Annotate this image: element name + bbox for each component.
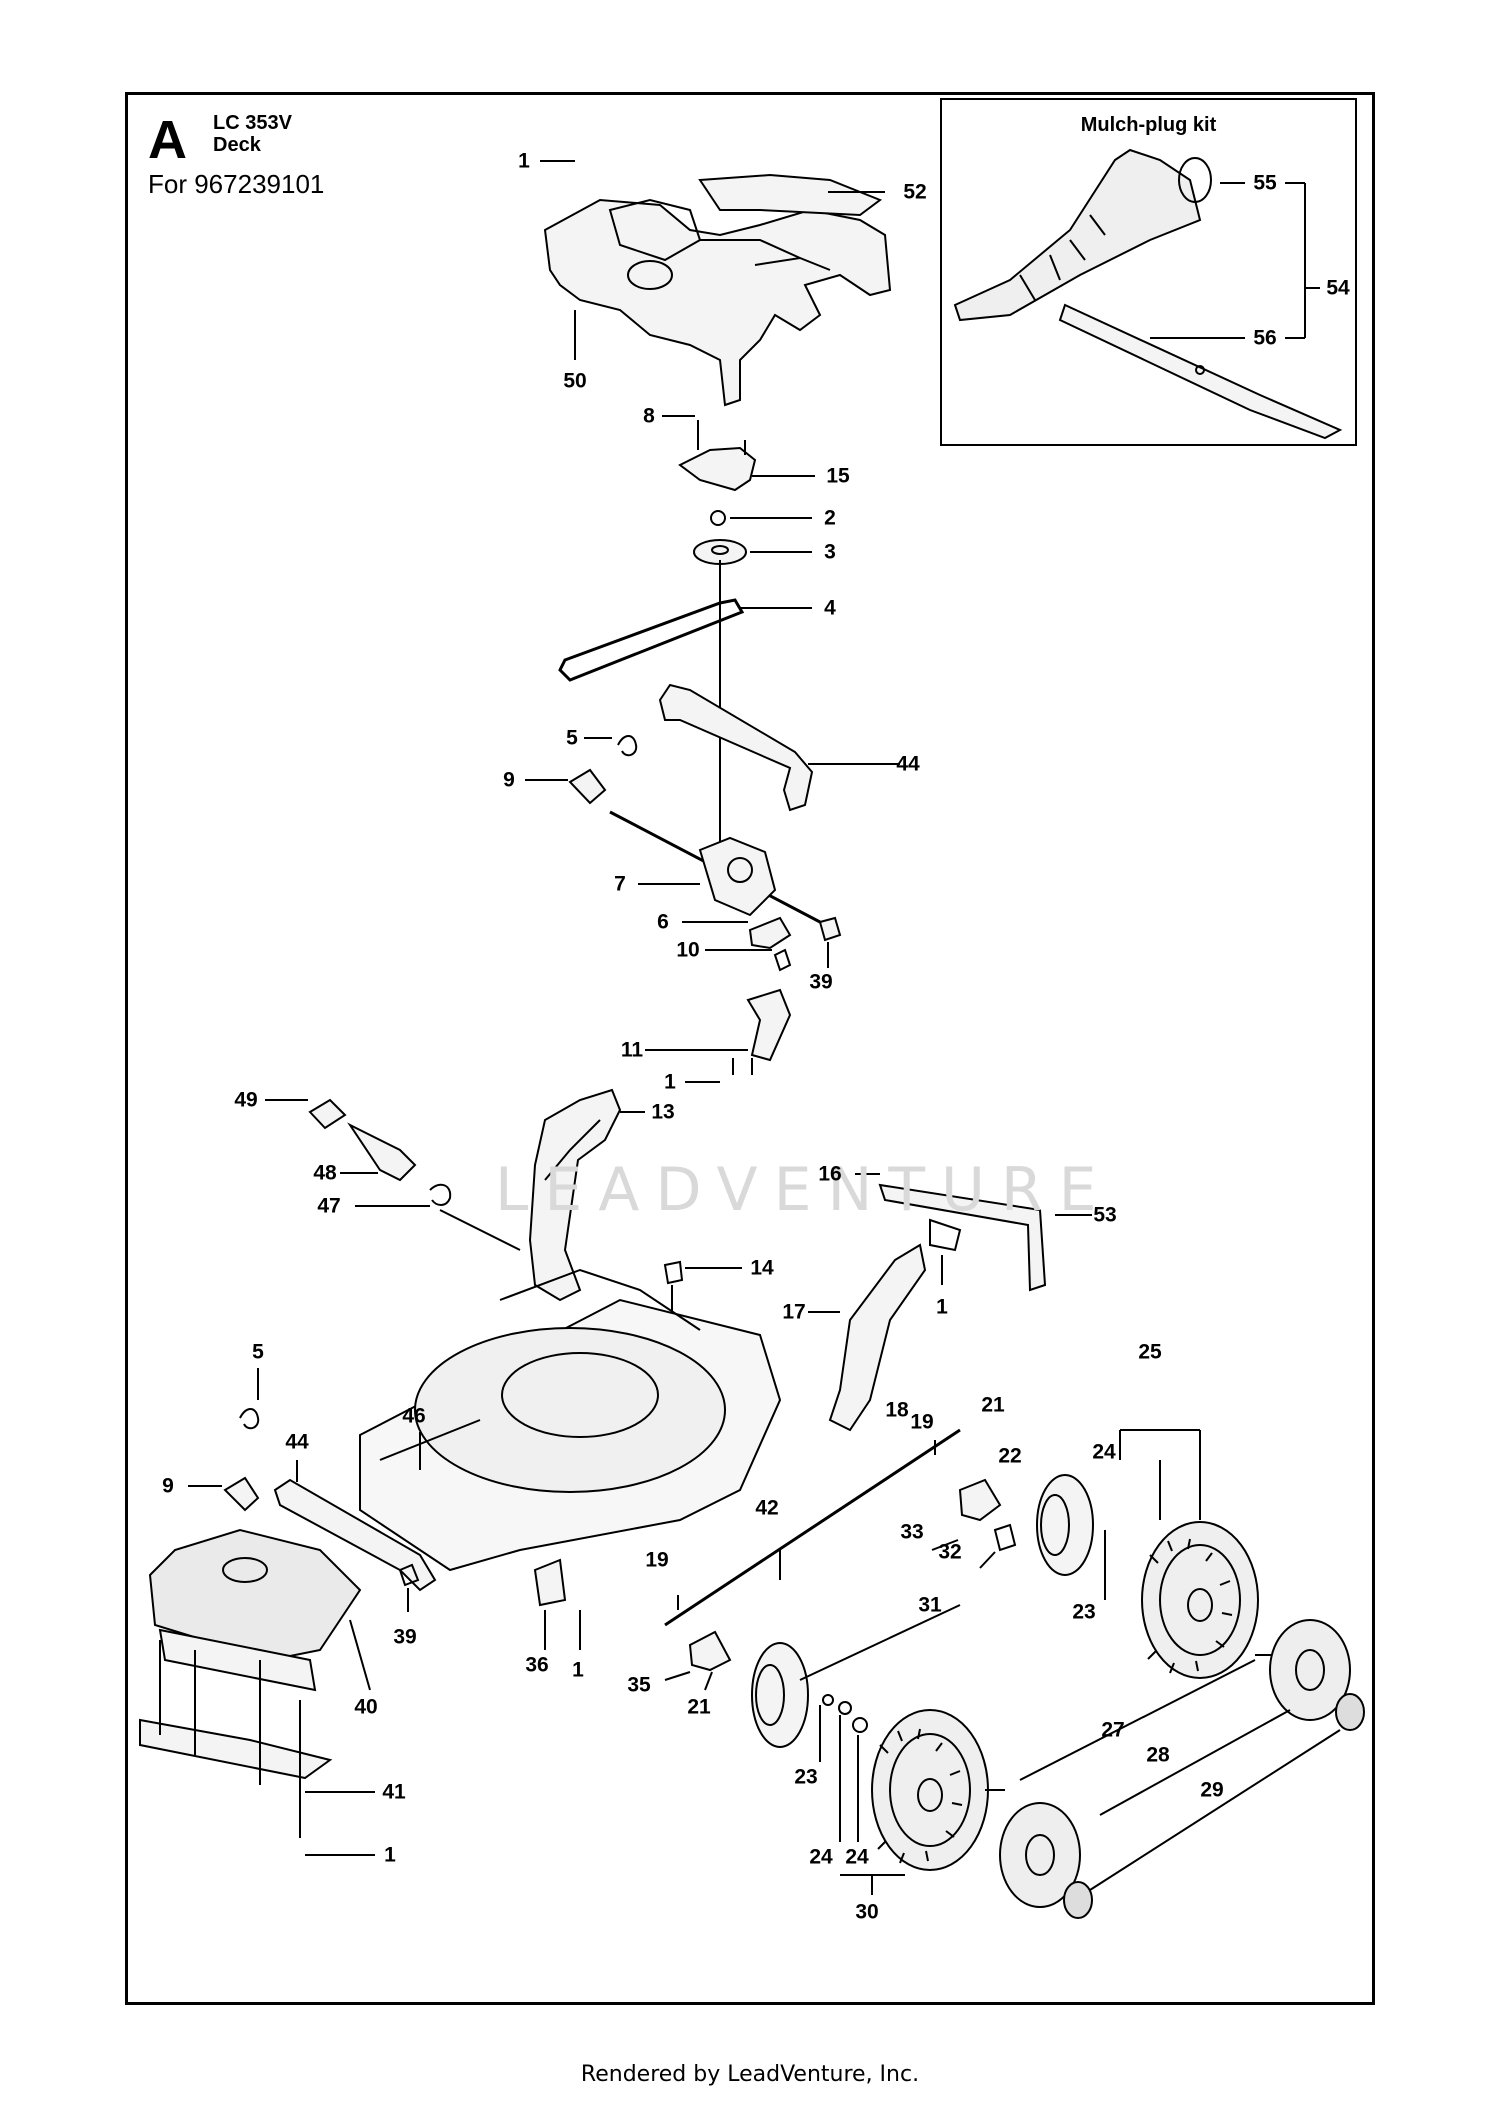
diagram-border: A LC 353V Deck For 967239101: [125, 92, 1375, 2005]
callout-50[interactable]: 50: [563, 369, 587, 393]
callout-36[interactable]: 36: [525, 1653, 549, 1677]
callout-1[interactable]: 1: [518, 149, 530, 173]
callout-23[interactable]: 23: [794, 1765, 818, 1789]
height-lever-part: [528, 1088, 622, 1302]
callout-18[interactable]: 18: [885, 1398, 909, 1422]
mulch-plug-kit-box: Mulch-plug kit: [940, 98, 1357, 446]
callout-39[interactable]: 39: [393, 1625, 417, 1649]
callout-9[interactable]: 9: [503, 768, 515, 792]
callout-46[interactable]: 46: [402, 1404, 426, 1428]
callout-15[interactable]: 15: [826, 464, 850, 488]
callout-41[interactable]: 41: [382, 1780, 406, 1804]
callout-48[interactable]: 48: [313, 1161, 337, 1185]
callout-10[interactable]: 10: [676, 938, 700, 962]
callout-9[interactable]: 9: [162, 1474, 174, 1498]
callout-5[interactable]: 5: [566, 726, 578, 750]
kit-title: Mulch-plug kit: [1080, 114, 1217, 136]
callout-56[interactable]: 56: [1253, 326, 1277, 350]
callout-55[interactable]: 55: [1253, 171, 1277, 195]
callout-44[interactable]: 44: [896, 752, 920, 776]
callout-22[interactable]: 22: [998, 1444, 1022, 1468]
mulch-plug-part: [953, 148, 1212, 322]
callout-40[interactable]: 40: [354, 1695, 378, 1719]
callout-4[interactable]: 4: [824, 596, 836, 620]
callout-29[interactable]: 29: [1200, 1778, 1224, 1802]
callout-24[interactable]: 24: [845, 1845, 869, 1869]
gearbox-part: [698, 836, 777, 917]
callout-1[interactable]: 1: [572, 1658, 584, 1682]
callout-1[interactable]: 1: [936, 1295, 948, 1319]
callout-30[interactable]: 30: [855, 1900, 879, 1924]
callout-25[interactable]: 25: [1138, 1340, 1162, 1364]
callout-54[interactable]: 54: [1326, 276, 1350, 300]
bracket-part: [678, 420, 757, 492]
callout-24[interactable]: 24: [809, 1845, 833, 1869]
section-title: Deck: [213, 134, 261, 156]
rear-flap-part: [148, 1528, 362, 1692]
callout-27[interactable]: 27: [1101, 1718, 1125, 1742]
callout-42[interactable]: 42: [755, 1496, 779, 1520]
callout-1[interactable]: 1: [664, 1070, 676, 1094]
callout-17[interactable]: 17: [782, 1300, 806, 1324]
footer-credit: Rendered by LeadVenture, Inc.: [580, 2062, 920, 2087]
model-number: LC 353V: [213, 112, 292, 134]
callout-49[interactable]: 49: [234, 1088, 258, 1112]
callout-39[interactable]: 39: [809, 970, 833, 994]
page-letter: A: [148, 110, 187, 170]
callout-19[interactable]: 19: [910, 1410, 934, 1434]
callout-21[interactable]: 21: [687, 1695, 711, 1719]
callout-33[interactable]: 33: [900, 1520, 924, 1544]
callout-52[interactable]: 52: [903, 180, 927, 204]
blade-part: [1058, 303, 1343, 440]
callout-13[interactable]: 13: [651, 1100, 675, 1124]
hubcap-part: [1269, 1619, 1351, 1721]
callout-47[interactable]: 47: [317, 1194, 341, 1218]
rear-wheel-part: [1141, 1521, 1259, 1679]
callout-32[interactable]: 32: [938, 1540, 962, 1564]
top-cover-part: [543, 173, 892, 407]
callout-14[interactable]: 14: [750, 1256, 774, 1280]
callout-7[interactable]: 7: [614, 872, 626, 896]
callout-35[interactable]: 35: [627, 1673, 651, 1697]
callout-23[interactable]: 23: [1072, 1600, 1096, 1624]
watermark: LEADVENTURE: [495, 1155, 1113, 1225]
callout-44[interactable]: 44: [285, 1430, 309, 1454]
callout-5[interactable]: 5: [252, 1340, 264, 1364]
mower-deck-part: [359, 1268, 782, 1572]
callout-3[interactable]: 3: [824, 540, 836, 564]
callout-11[interactable]: 11: [620, 1038, 644, 1062]
callout-19[interactable]: 19: [645, 1548, 669, 1572]
callout-24[interactable]: 24: [1092, 1440, 1116, 1464]
serial-reference: For 967239101: [148, 169, 325, 199]
callout-16[interactable]: 16: [818, 1162, 842, 1186]
rear-bracket-part: [878, 1183, 1047, 1292]
callout-8[interactable]: 8: [643, 404, 655, 428]
callout-31[interactable]: 31: [918, 1593, 942, 1617]
callout-28[interactable]: 28: [1146, 1743, 1170, 1767]
callout-2[interactable]: 2: [824, 506, 836, 530]
callout-53[interactable]: 53: [1093, 1203, 1117, 1227]
callout-6[interactable]: 6: [657, 910, 669, 934]
callout-1[interactable]: 1: [384, 1843, 396, 1867]
callout-21[interactable]: 21: [981, 1393, 1005, 1417]
